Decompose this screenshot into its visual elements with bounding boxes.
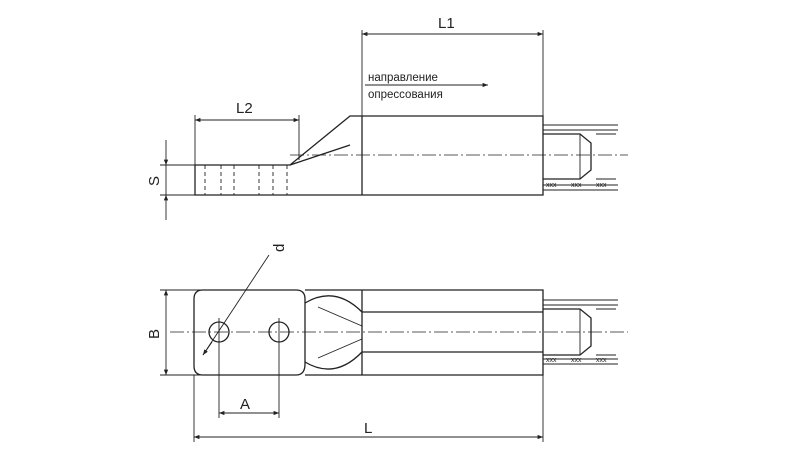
side-hatch-3: xxx [596, 182, 607, 189]
note-line-2: опрессования [368, 89, 443, 101]
top-view-palm [193, 289, 306, 376]
dim-d-label: d [271, 244, 288, 252]
side-hatch-1: xxx [546, 182, 557, 189]
dim-d-leader [202, 254, 270, 356]
dim-B-label: B [146, 329, 163, 339]
top-view-body [305, 289, 544, 376]
dim-L-label: L [364, 420, 372, 437]
note-line-1: направление [368, 72, 438, 84]
dim-L1-label: L1 [438, 15, 455, 32]
dim-S-label: S [146, 176, 163, 186]
side-hatch-2: xxx [571, 182, 582, 189]
dim-A-label: A [240, 396, 250, 413]
side-view: xxx xxx xxx L1 L2 S направление опрессов… [146, 15, 628, 220]
top-hatch-1: xxx [546, 357, 557, 364]
side-view-conductor [543, 133, 592, 180]
top-view: xxx xxx xxx d B A L [146, 244, 628, 442]
top-hatch-2: xxx [571, 357, 582, 364]
dim-L2-label: L2 [236, 100, 253, 117]
side-view-outline [194, 115, 544, 196]
top-hatch-3: xxx [596, 357, 607, 364]
